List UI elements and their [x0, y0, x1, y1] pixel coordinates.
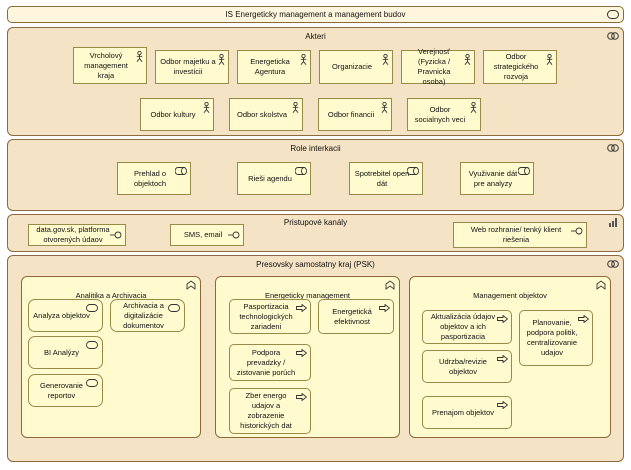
collaboration-icon — [607, 144, 619, 152]
interface-icon — [571, 227, 583, 235]
channel-web-rozhranie[interactable]: Web rozhranie/ tenký klient riešenia — [453, 222, 587, 248]
channels-title: Pristupové kanály — [283, 218, 348, 227]
process-arrow-icon — [497, 355, 508, 363]
actor-icon — [381, 102, 388, 113]
function-icon — [596, 280, 606, 290]
function-icon — [186, 280, 196, 290]
role-icon — [518, 167, 530, 175]
interface-icon — [228, 231, 240, 239]
system-title: IS Energeticky management a management b… — [225, 10, 406, 19]
service-analyza-objektov[interactable]: Analyza objektov — [28, 299, 103, 332]
actor-icon — [470, 102, 477, 113]
actor-vrcholovy-management[interactable]: Vrcholový management kraja — [73, 47, 147, 84]
process-zber-energo-udajov[interactable]: Zber energo udajov a zobrazenie historic… — [229, 388, 311, 434]
roles-title: Role interkacii — [290, 144, 341, 153]
service-archivacia[interactable]: Archivacia a digitalizácie dokumentov — [110, 299, 185, 332]
collaboration-icon — [607, 32, 619, 40]
service-icon — [86, 379, 98, 387]
service-generovanie-reportov[interactable]: Generovanie reportov — [28, 374, 103, 407]
actor-odbor-socialnych-veci[interactable]: Odbor socialnych veci — [407, 98, 481, 131]
actor-odbor-financii[interactable]: Odbor financii — [318, 98, 392, 131]
bar-chart-icon — [609, 218, 619, 227]
analytika-title: Analitika a Archivacia — [75, 291, 147, 300]
process-arrow-icon — [296, 393, 307, 401]
service-icon — [86, 341, 98, 349]
service-icon — [86, 304, 98, 312]
role-icon — [407, 167, 419, 175]
actor-icon — [464, 54, 471, 65]
interface-icon — [110, 231, 122, 239]
process-udrzba-revizie[interactable]: Udrzba/revizie objektov — [422, 350, 512, 383]
process-planovanie[interactable]: Planovanie, podpora politik, centralizov… — [519, 310, 593, 366]
role-prehlad-o-objektoch[interactable]: Prehlad o objektoch — [117, 162, 191, 195]
actor-icon — [382, 54, 389, 65]
process-arrow-icon — [578, 315, 589, 323]
management-title: Management objektov — [473, 291, 547, 300]
psk-title: Presovsky samostatny kraj (PSK) — [256, 260, 375, 269]
actor-icon — [136, 51, 143, 62]
process-pasportizacia[interactable]: Pasportizacia technologických zariadeni — [229, 299, 311, 334]
process-arrow-icon — [296, 349, 307, 357]
actor-icon — [300, 54, 307, 65]
system-icon — [607, 10, 619, 19]
role-icon — [295, 167, 307, 175]
actors-title: Akteri — [305, 32, 326, 41]
role-riesi-agendu[interactable]: Rieši agendu — [237, 162, 311, 195]
actor-verejnost[interactable]: Verejnosť (Fyzicka / Pravnicka osoba) — [401, 47, 475, 86]
process-energeticka-efektivnost[interactable]: Energetická efektivnost — [318, 299, 394, 334]
process-prenajom-objektov[interactable]: Prenajom objektov — [422, 396, 512, 429]
actor-odbor-strategickeho-rozvoja[interactable]: Odbor strategického rozvoja — [483, 50, 557, 84]
actor-icon — [203, 102, 210, 113]
channel-data-gov[interactable]: data.gov.sk, platforma otvorených údaov — [28, 224, 126, 246]
process-arrow-icon — [497, 315, 508, 323]
actor-icon — [546, 54, 553, 65]
actor-icon — [218, 54, 225, 65]
actor-organizacie[interactable]: Organizacie — [319, 50, 393, 84]
process-arrow-icon — [296, 304, 307, 312]
channel-sms-email[interactable]: SMS, email — [170, 224, 244, 246]
actor-icon — [292, 102, 299, 113]
service-icon — [168, 304, 180, 312]
actor-odbor-majetku[interactable]: Odbor majetku a investícii — [155, 50, 229, 84]
process-podpora-prevadzky[interactable]: Podpora prevadzky / zistovanie porúch — [229, 344, 311, 381]
process-aktualizacia-udajov[interactable]: Aktualizácia údajov objektov a ich paspo… — [422, 310, 512, 344]
function-icon — [385, 280, 395, 290]
role-spotrebitel-open-dat[interactable]: Spotrebitel open dát — [349, 162, 423, 195]
actor-odbor-skolstva[interactable]: Odbor skolstva — [229, 98, 303, 131]
actor-energeticka-agentura[interactable]: Energeticka Agentura — [237, 50, 311, 84]
collaboration-icon — [607, 260, 619, 268]
role-icon — [175, 167, 187, 175]
system-title-bar: IS Energeticky management a management b… — [7, 6, 624, 23]
service-bi-analyzy[interactable]: BI Analýzy — [28, 336, 103, 369]
energeticky-title: Energeticky management — [264, 291, 351, 300]
process-arrow-icon — [379, 304, 390, 312]
role-vyuzivanie-dat[interactable]: Využivanie dát pre analyzy — [460, 162, 534, 195]
actor-odbor-kultury[interactable]: Odbor kultury — [140, 98, 214, 131]
process-arrow-icon — [497, 401, 508, 409]
